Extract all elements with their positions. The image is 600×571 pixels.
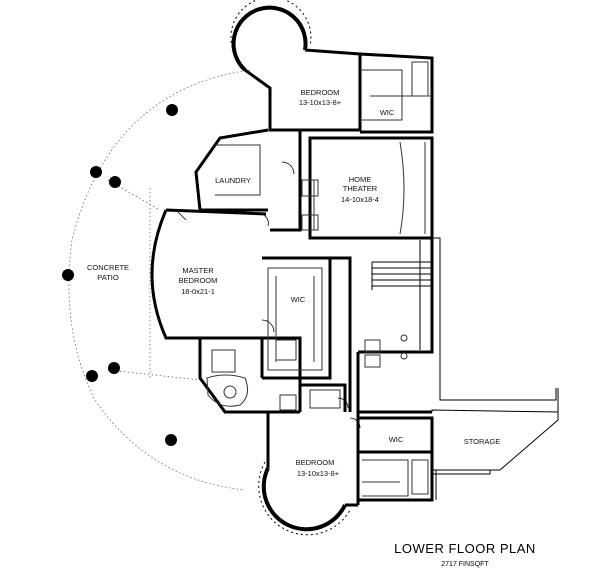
room-wic-top-name: WIC	[380, 108, 395, 117]
room-wic-master-name: WIC	[291, 295, 306, 304]
column	[165, 434, 177, 446]
room-labels: BEDROOM 13-10x13-8+ WIC LAUNDRY HOME THE…	[87, 88, 500, 478]
room-wic-bottom-name: WIC	[389, 435, 404, 444]
plan-subtitle: 2717 FINSQFT	[441, 561, 489, 568]
title-block: LOWER FLOOR PLAN 2717 FINSQFT	[394, 541, 536, 568]
room-bedroom-top-size: 13-10x13-8+	[299, 98, 342, 107]
column	[166, 104, 178, 116]
room-home-theater-line1: HOME	[349, 175, 372, 184]
room-patio-line2: PATIO	[97, 273, 119, 282]
room-home-theater-line2: THEATER	[343, 184, 378, 193]
room-bedroom-top-name: BEDROOM	[301, 88, 340, 97]
column	[86, 370, 98, 382]
room-master-bedroom-line2: BEDROOM	[179, 276, 218, 285]
room-bedroom-bottom-name: BEDROOM	[296, 458, 335, 467]
interior-lines	[206, 61, 432, 497]
plan-title: LOWER FLOOR PLAN	[394, 541, 536, 556]
column	[109, 176, 121, 188]
door-swings	[177, 161, 361, 429]
room-laundry-name: LAUNDRY	[215, 176, 251, 185]
patio-columns	[62, 104, 178, 446]
storage-area	[431, 237, 559, 500]
column	[62, 269, 74, 281]
room-home-theater-size: 14-10x18-4	[341, 195, 379, 204]
patio-outline	[68, 69, 251, 491]
turret-top	[230, 0, 312, 72]
room-master-bedroom-line1: MASTER	[182, 266, 214, 275]
room-master-bedroom-size: 18-0x21-1	[181, 287, 215, 296]
stairs	[371, 237, 433, 352]
column	[90, 166, 102, 178]
room-storage-name: STORAGE	[464, 437, 501, 446]
room-patio-line1: CONCRETE	[87, 263, 129, 272]
turret-bottom	[258, 461, 351, 536]
column	[108, 362, 120, 374]
room-bedroom-bottom-size: 13-10x13-8+	[297, 469, 340, 478]
